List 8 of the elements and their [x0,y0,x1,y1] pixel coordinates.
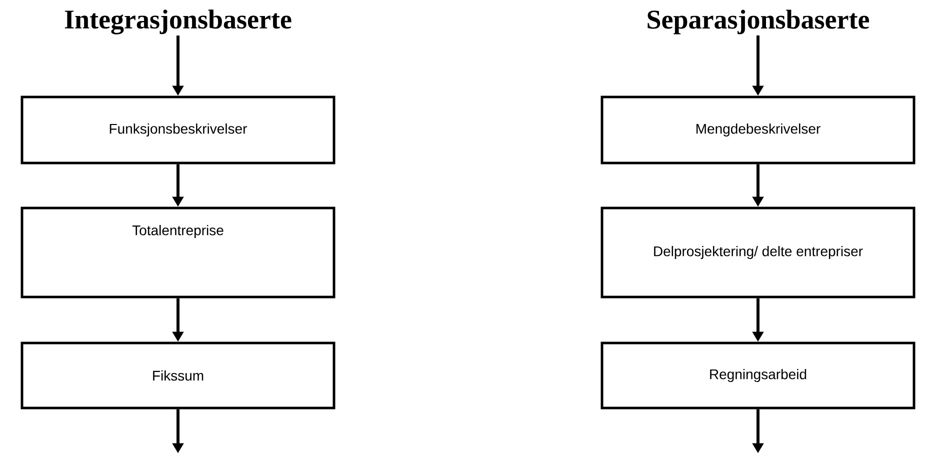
process-box: Fikssum [20,342,336,410]
process-box: Regningsarbeid [600,342,916,410]
process-box: Delprosjektering/ delte entrepriser [600,206,916,298]
heading: Integrasjonsbaserte [64,10,292,34]
process-box: Mengdebeskrivelser [600,96,916,164]
heading: Separasjonsbaserte [648,10,870,34]
process-box: Funksjonsbeskrivelser [20,96,336,164]
process-box: Totalentreprise [20,206,336,298]
